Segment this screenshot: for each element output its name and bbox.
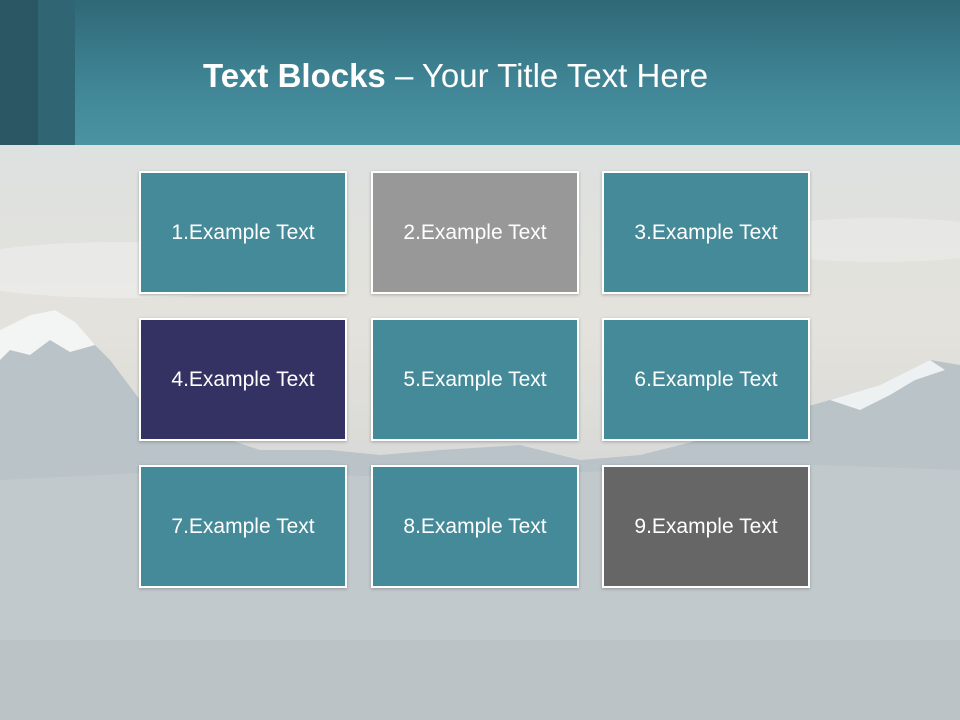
text-block-1: 1.Example Text bbox=[139, 171, 347, 294]
title-bold: Text Blocks bbox=[203, 57, 386, 94]
text-block-8: 8.Example Text bbox=[371, 465, 579, 588]
accent-stripe-dark bbox=[0, 0, 38, 145]
slide-title: Text Blocks – Your Title Text Here bbox=[203, 54, 708, 98]
text-block-4: 4.Example Text bbox=[139, 318, 347, 441]
text-block-2: 2.Example Text bbox=[371, 171, 579, 294]
title-dash: – bbox=[385, 57, 422, 94]
text-block-3: 3.Example Text bbox=[602, 171, 810, 294]
text-block-7: 7.Example Text bbox=[139, 465, 347, 588]
accent-stripe bbox=[38, 0, 75, 145]
title-banner: Text Blocks – Your Title Text Here bbox=[0, 0, 960, 145]
text-block-9: 9.Example Text bbox=[602, 465, 810, 588]
text-block-6: 6.Example Text bbox=[602, 318, 810, 441]
title-text: Your Title Text Here bbox=[421, 57, 709, 94]
text-block-5: 5.Example Text bbox=[371, 318, 579, 441]
